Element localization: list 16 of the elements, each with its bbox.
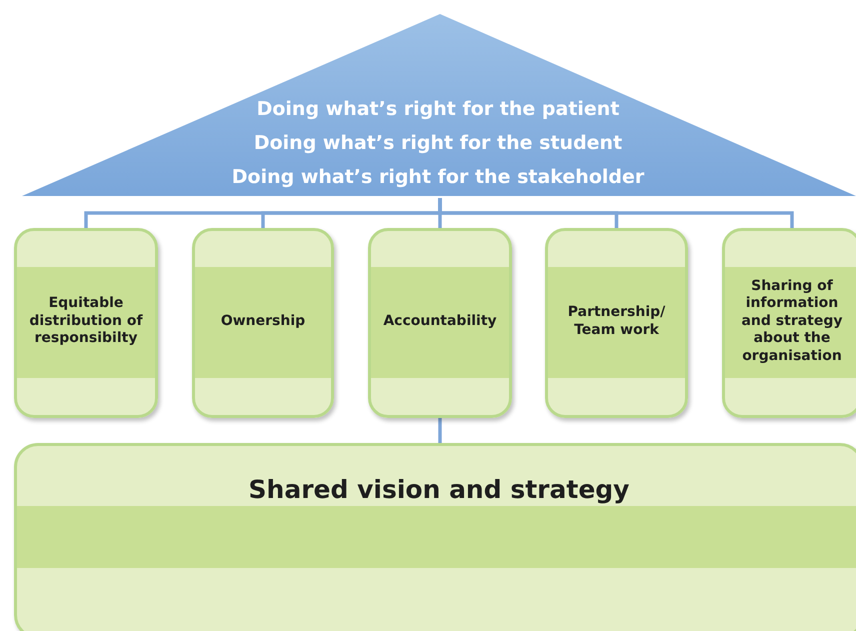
roof-text: Doing what’s right for the patient: [256, 97, 620, 122]
connector-line: [438, 418, 442, 443]
roof-text: Doing what’s right for the stakeholder: [232, 165, 644, 190]
foundation-label: Shared vision and strategy: [248, 474, 630, 506]
roof-text: Doing what’s right for the student: [254, 131, 622, 156]
pillar-label: Accountability: [382, 312, 498, 330]
pillar-label: Equitable distribution of responsibilty: [28, 295, 144, 348]
pillar-box: [368, 228, 512, 418]
pillar-label: Sharing of information and strategy about the organisation: [740, 278, 844, 366]
pillar-box: [545, 228, 688, 418]
foundation-box: [14, 443, 856, 631]
pillar-box: [14, 228, 158, 418]
pillar-box: [722, 228, 856, 418]
pillar-label: Ownership: [220, 312, 306, 330]
pillar-box: [192, 228, 334, 418]
pillar-label: Partnership/ Team work: [566, 304, 666, 339]
